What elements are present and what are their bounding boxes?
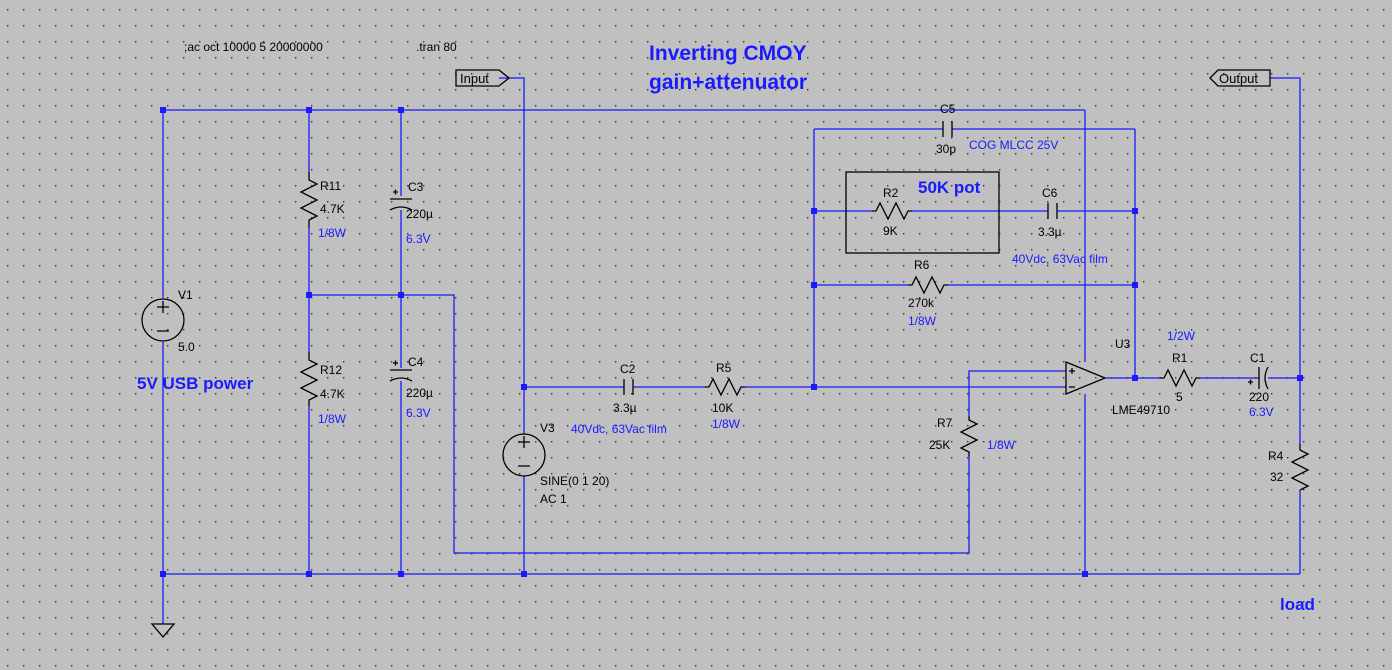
r7-resistor-symbol[interactable] <box>959 416 979 456</box>
r7-value: 25K <box>929 438 950 452</box>
v3-value: SINE(0 1 20) <box>540 474 609 488</box>
c5-value: 30p <box>936 142 956 156</box>
input-port-label: Input <box>460 71 489 86</box>
v1-value: 5.0 <box>178 340 195 354</box>
r1-note: 1/2W <box>1167 329 1196 343</box>
ground-icon <box>150 623 176 639</box>
r2-value: 9K <box>883 224 898 238</box>
r11-resistor-symbol[interactable] <box>299 172 319 228</box>
c3-capacitor-symbol[interactable] <box>389 189 413 211</box>
output-port-label: Output <box>1219 71 1258 86</box>
r4-name: R4 <box>1268 449 1284 463</box>
c5-name: C5 <box>940 102 956 116</box>
r12-value: 4.7K <box>320 387 345 401</box>
pot-note: 50K pot <box>918 178 981 197</box>
wires <box>162 77 1301 624</box>
ac-directive[interactable]: ;ac oct 10000 5 20000000 <box>184 40 323 54</box>
c4-capacitor-symbol[interactable] <box>389 360 413 382</box>
c2-capacitor-symbol[interactable] <box>623 379 634 395</box>
schematic-title-line2: gain+attenuator <box>649 71 807 94</box>
r11-value: 4.7K <box>320 202 345 216</box>
c6-name: C6 <box>1042 186 1058 200</box>
r5-name: R5 <box>716 361 732 375</box>
c5-note: COG MLCC 25V <box>969 138 1058 152</box>
r6-note: 1/8W <box>908 314 937 328</box>
c1-capacitor-symbol[interactable] <box>1248 366 1269 390</box>
c1-note: 6.3V <box>1249 405 1274 419</box>
r1-resistor-symbol[interactable] <box>1160 368 1200 388</box>
r2-name: R2 <box>883 186 899 200</box>
c2-value: 3.3µ <box>613 401 637 415</box>
c6-value: 3.3µ <box>1038 225 1062 239</box>
r12-name: R12 <box>320 363 342 377</box>
v1-source-symbol[interactable] <box>141 298 185 342</box>
v3-source-symbol[interactable] <box>502 433 546 477</box>
r6-value: 270k <box>908 296 935 310</box>
r5-resistor-symbol[interactable] <box>705 377 745 397</box>
c6-note: 40Vdc, 63Vac film <box>1012 252 1108 266</box>
c2-note: 40Vdc, 63Vac film <box>571 422 667 436</box>
r1-value: 5 <box>1176 390 1183 404</box>
usb-power-note: 5V USB power <box>137 374 254 393</box>
load-note: load <box>1280 595 1315 614</box>
v3-name: V3 <box>540 421 555 435</box>
r5-note: 1/8W <box>712 417 741 431</box>
junction-dots <box>160 107 1303 577</box>
tran-directive[interactable]: .tran 80 <box>416 40 457 54</box>
c3-name: C3 <box>408 180 424 194</box>
input-port-flag[interactable]: Input <box>455 69 511 87</box>
c3-value: 220µ <box>406 207 433 221</box>
v3-ac: AC 1 <box>540 492 567 506</box>
r5-value: 10K <box>712 401 733 415</box>
r11-note: 1/8W <box>318 226 347 240</box>
c1-value: 220 <box>1249 390 1269 404</box>
r11-name: R11 <box>320 179 341 193</box>
u3-name: U3 <box>1115 337 1131 351</box>
schematic-title-line1: Inverting CMOY <box>649 42 807 65</box>
r12-note: 1/8W <box>318 412 347 426</box>
c6-capacitor-symbol[interactable] <box>1047 203 1058 219</box>
u3-opamp-symbol[interactable] <box>1065 361 1107 395</box>
r4-value: 32 <box>1270 470 1284 484</box>
r2-resistor-symbol[interactable] <box>872 201 912 221</box>
c3-note: 6.3V <box>406 232 431 246</box>
r12-resistor-symbol[interactable] <box>299 352 319 406</box>
c1-name: C1 <box>1250 351 1266 365</box>
v1-name: V1 <box>178 288 193 302</box>
u3-value: LME49710 <box>1112 403 1170 417</box>
c2-name: C2 <box>620 362 636 376</box>
r7-name: R7 <box>937 416 953 430</box>
r7-note: 1/8W <box>987 438 1016 452</box>
c4-name: C4 <box>408 355 424 369</box>
r4-resistor-symbol[interactable] <box>1290 444 1310 491</box>
output-port-flag[interactable]: Output <box>1209 69 1271 87</box>
r6-resistor-symbol[interactable] <box>908 275 948 295</box>
c5-capacitor-symbol[interactable] <box>942 121 953 137</box>
r1-name: R1 <box>1172 351 1188 365</box>
c4-note: 6.3V <box>406 406 431 420</box>
r6-name: R6 <box>914 258 930 272</box>
c4-value: 220µ <box>406 386 433 400</box>
